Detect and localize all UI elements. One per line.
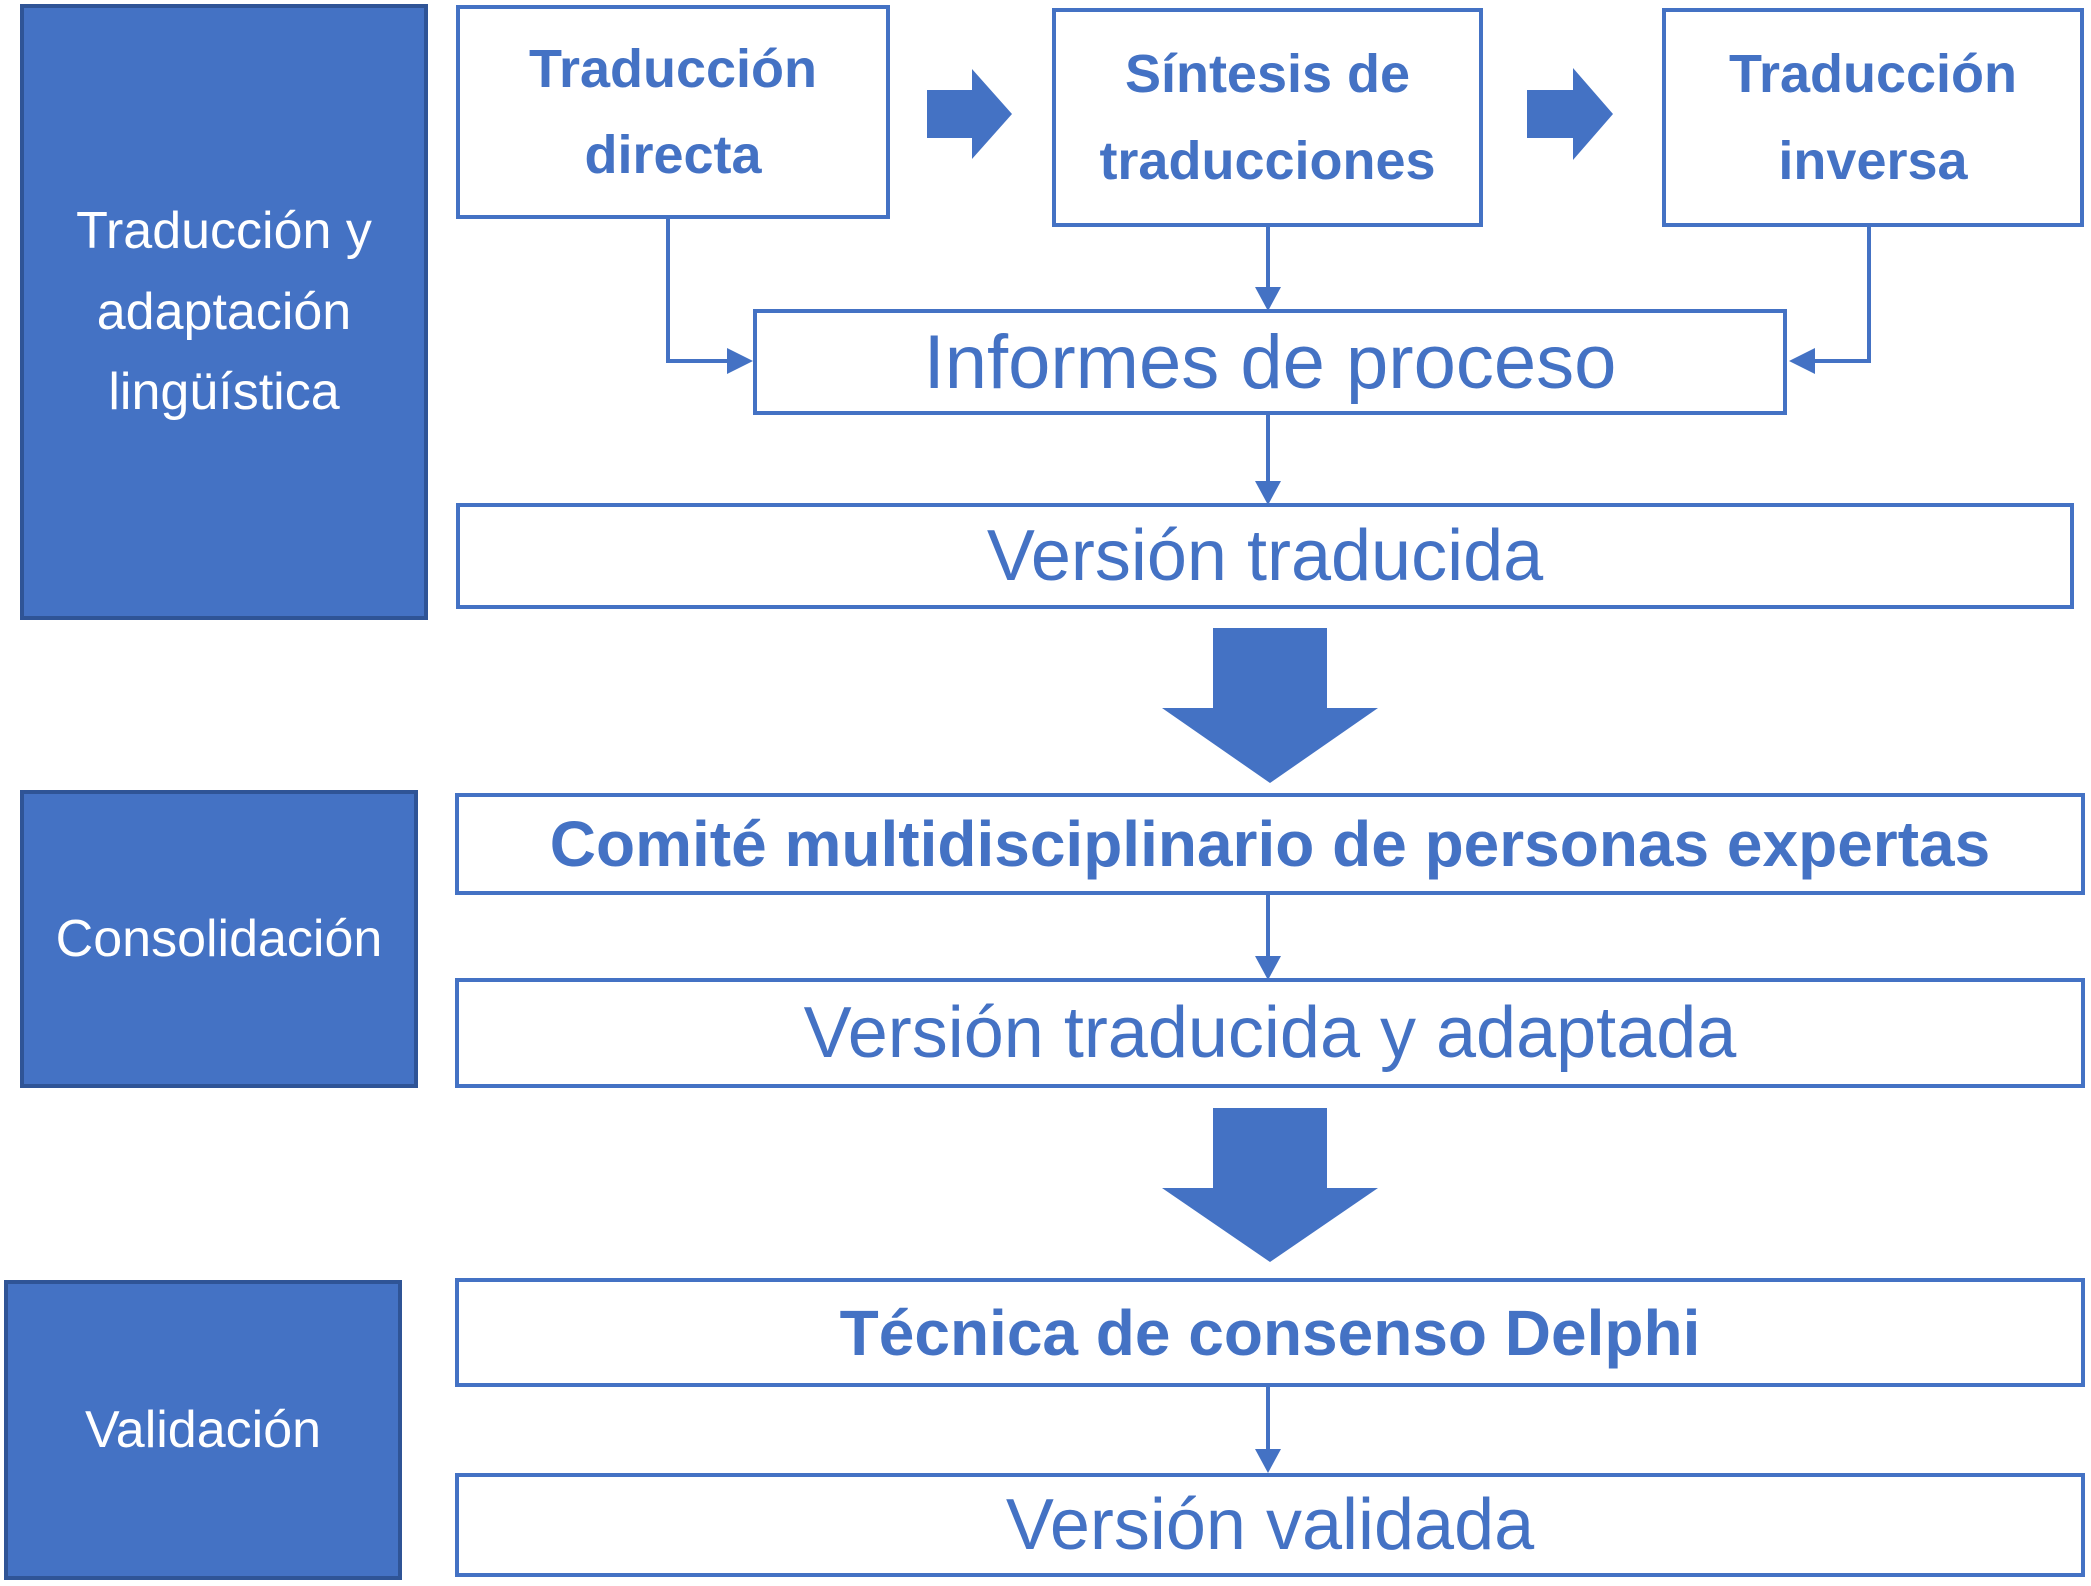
flow-box-label: Traducción inversa bbox=[1728, 44, 2018, 191]
flow-box-label: Síntesis de traducciones bbox=[1099, 44, 1436, 191]
right-block-arrow-icon bbox=[1527, 68, 1613, 160]
flow-box-label: Traducción directa bbox=[528, 38, 818, 185]
connector-line bbox=[666, 219, 670, 361]
arrowhead-down-icon bbox=[1255, 481, 1281, 505]
flow-box-traduccion-inversa: Traducción inversa bbox=[1662, 8, 2084, 227]
flow-box-comite-expertas: Comité multidisciplinario de personas ex… bbox=[455, 793, 2085, 895]
flow-box-label: Versión traducida y adaptada bbox=[803, 993, 1737, 1073]
arrowhead-down-icon bbox=[1255, 956, 1281, 980]
flow-box-tecnica-delphi: Técnica de consenso Delphi bbox=[455, 1278, 2085, 1387]
flow-box-label: Técnica de consenso Delphi bbox=[839, 1296, 1701, 1369]
stage-box-consolidacion: Consolidación bbox=[20, 790, 418, 1088]
flow-box-version-validada: Versión validada bbox=[455, 1473, 2085, 1577]
stage-box-validacion: Validación bbox=[4, 1280, 402, 1580]
connector-line bbox=[1266, 415, 1270, 481]
connector-line bbox=[666, 359, 730, 363]
stage-box-traduccion-adaptacion: Traducción y adaptación lingüística bbox=[20, 4, 428, 620]
flow-box-informes-proceso: Informes de proceso bbox=[753, 309, 1787, 415]
connector-line bbox=[1867, 227, 1871, 361]
flow-box-sintesis-traducciones: Síntesis de traducciones bbox=[1052, 8, 1483, 227]
flow-box-label: Versión validada bbox=[1005, 1485, 1535, 1565]
flow-box-label: Informes de proceso bbox=[923, 319, 1617, 405]
connector-line bbox=[1815, 359, 1871, 363]
connector-line bbox=[1266, 1387, 1270, 1449]
flow-box-traduccion-directa: Traducción directa bbox=[456, 5, 890, 219]
arrowhead-down-icon bbox=[1255, 1449, 1281, 1473]
down-block-arrow-icon bbox=[1162, 1108, 1378, 1262]
connector-line bbox=[1266, 895, 1270, 956]
down-block-arrow-icon bbox=[1162, 628, 1378, 783]
stage-label: Validación bbox=[84, 1400, 322, 1459]
arrowhead-left-icon bbox=[1789, 348, 1815, 374]
flow-box-label: Comité multidisciplinario de personas ex… bbox=[549, 808, 1991, 880]
flow-box-label: Versión traducida bbox=[986, 516, 1544, 596]
stage-label: Traducción y adaptación lingüística bbox=[76, 202, 372, 422]
arrowhead-right-icon bbox=[727, 348, 753, 374]
stage-label: Consolidación bbox=[55, 909, 383, 968]
right-block-arrow-icon bbox=[927, 69, 1012, 159]
arrowhead-down-icon bbox=[1255, 287, 1281, 311]
flow-box-version-traducida: Versión traducida bbox=[456, 503, 2074, 609]
connector-line bbox=[1266, 227, 1270, 287]
flow-box-version-adaptada: Versión traducida y adaptada bbox=[455, 978, 2085, 1088]
